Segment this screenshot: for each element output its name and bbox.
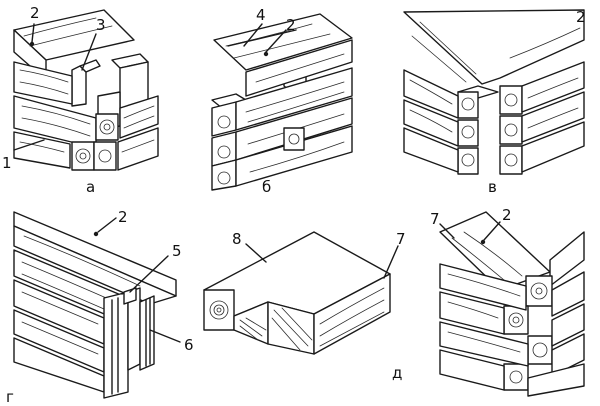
- panel-e-corner-joint: [439, 211, 585, 397]
- label-2-panel-a: 2: [30, 4, 40, 22]
- label-1: 1: [2, 154, 12, 172]
- caption-v: в: [488, 178, 497, 196]
- caption-b: б: [262, 178, 271, 196]
- label-8: 8: [232, 230, 242, 248]
- caption-a: а: [86, 178, 95, 196]
- label-2-panel-g: 2: [118, 208, 128, 226]
- label-4: 4: [256, 6, 266, 24]
- caption-g: г: [6, 388, 14, 406]
- label-2-panel-b: 2: [286, 16, 296, 34]
- label-5: 5: [172, 242, 182, 260]
- label-2-panel-e: 2: [502, 206, 512, 224]
- label-7-panel-d: 7: [396, 230, 406, 248]
- label-7-panel-e: 7: [430, 210, 440, 228]
- label-6: 6: [184, 336, 194, 354]
- caption-d: д: [392, 364, 402, 382]
- panel-b-corner-joint: [211, 13, 353, 191]
- label-3: 3: [96, 16, 106, 34]
- panel-g-corner-joint: [13, 211, 181, 399]
- label-2-panel-v: 2: [576, 8, 586, 26]
- panel-d-l-block: [203, 231, 399, 355]
- panel-v-corner-joint: [403, 9, 585, 175]
- panel-a-corner-joint: [13, 9, 159, 171]
